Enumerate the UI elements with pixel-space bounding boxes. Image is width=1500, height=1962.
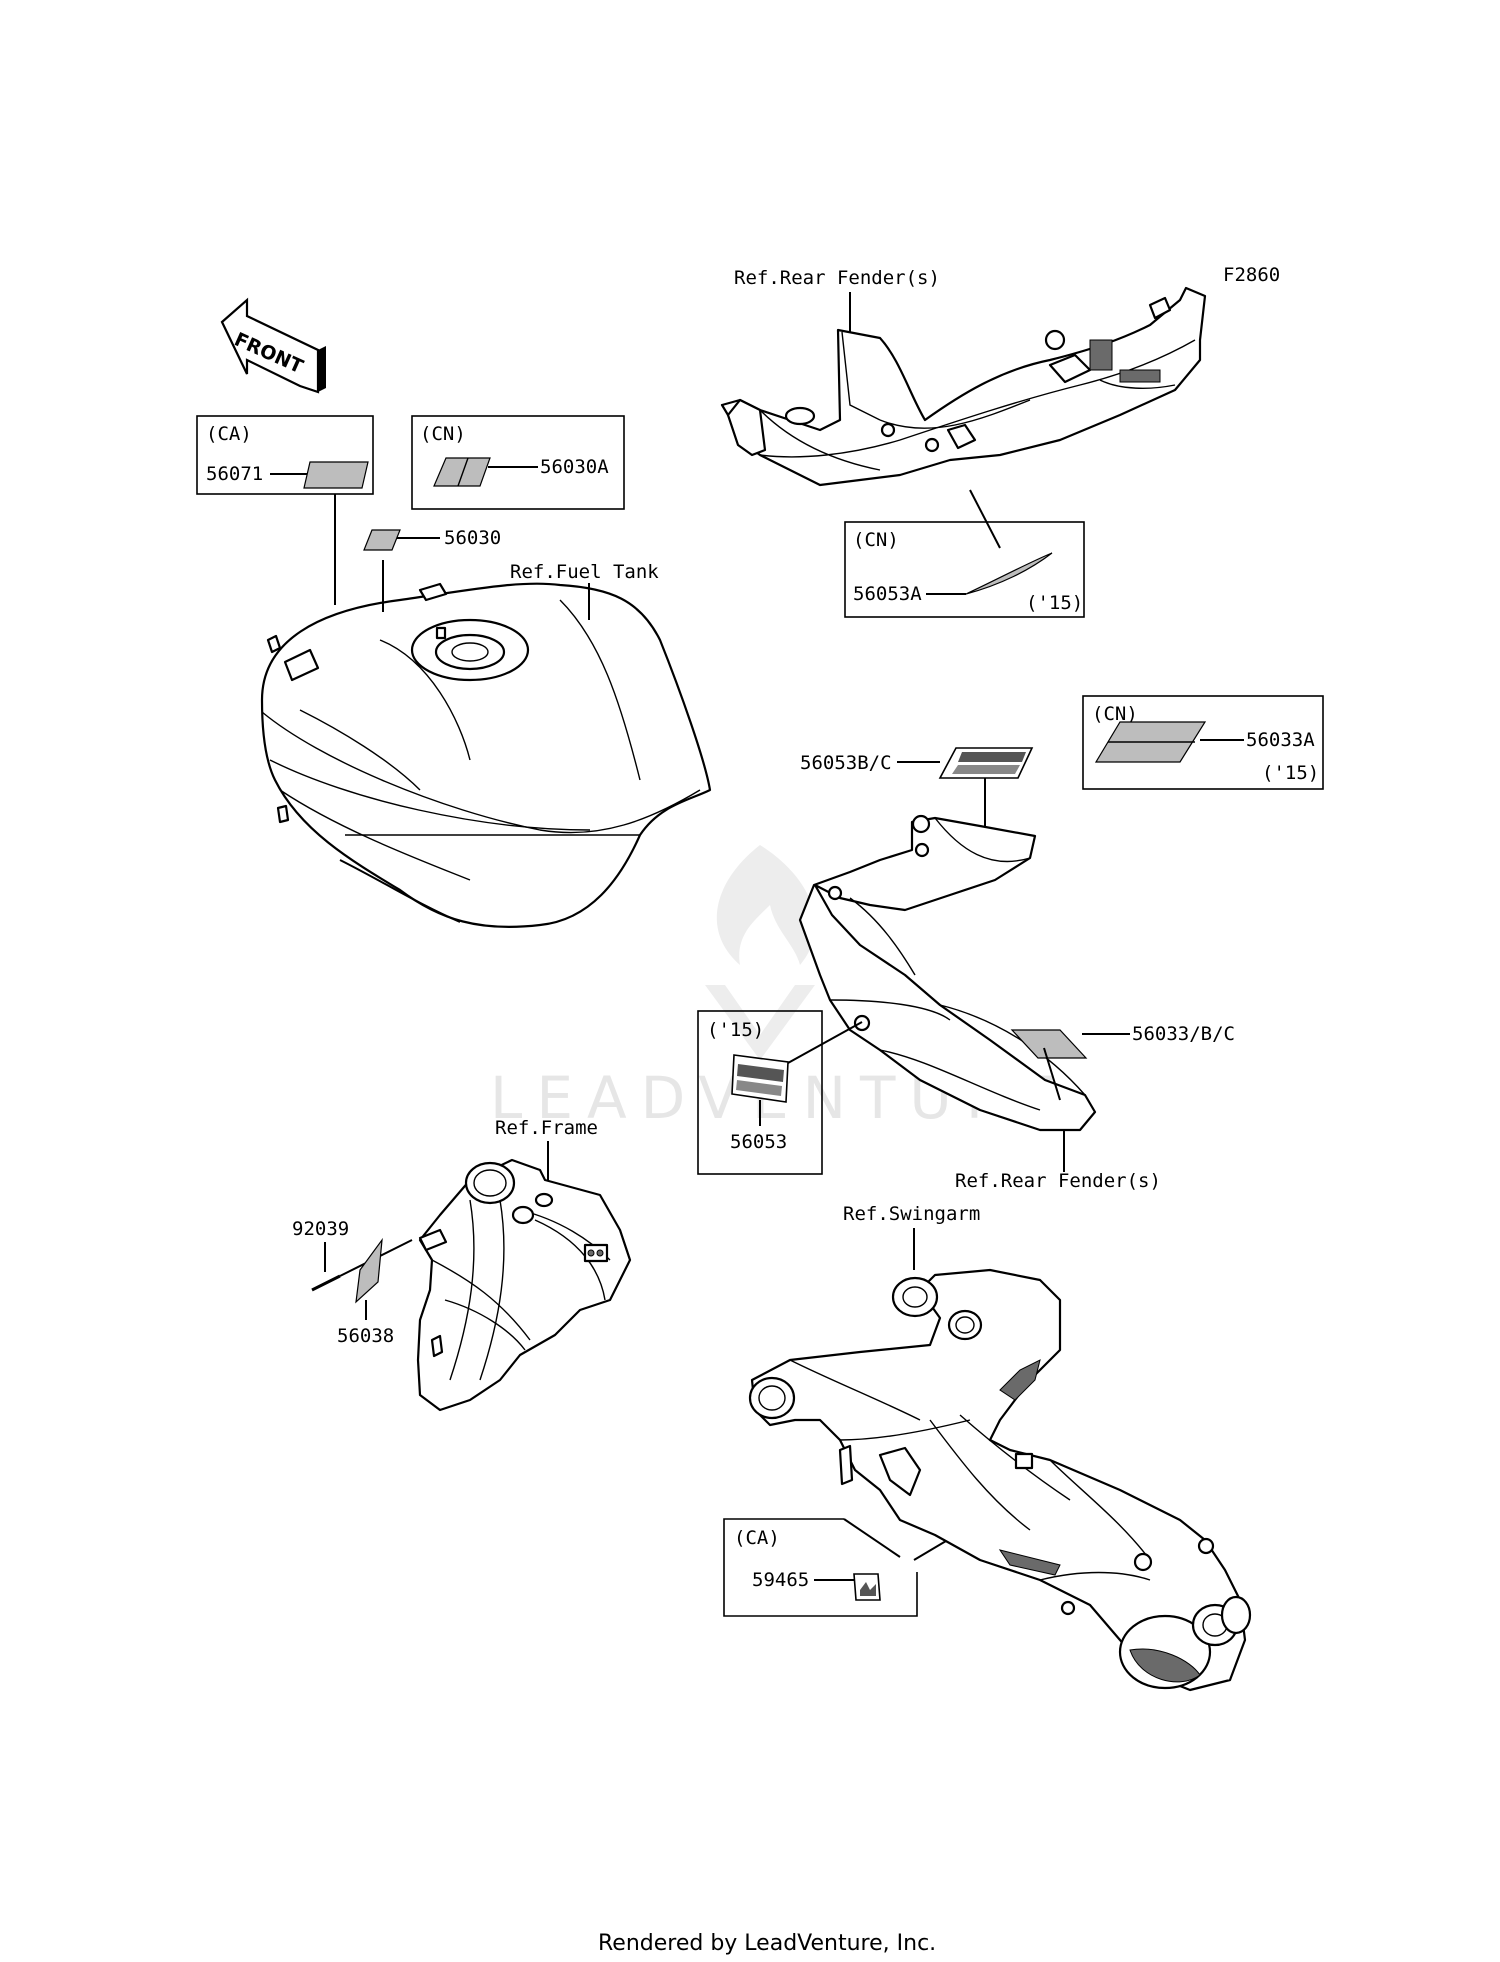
part-number-56033a: 56033A: [1246, 729, 1315, 751]
region-tag-cn: (CN): [853, 529, 899, 551]
leader-56033bc-drop: [1043, 1047, 1061, 1101]
ref-fuel-tank: Ref.Fuel Tank: [510, 561, 659, 583]
part-number-56030: 56030: [444, 527, 501, 549]
year-tag: ('15): [1262, 762, 1319, 784]
ref-rear-fender-bottom: Ref.Rear Fender(s): [955, 1170, 1161, 1192]
label-sticker-59465-icon: [853, 1573, 881, 1601]
leader-56053: [787, 1021, 863, 1064]
label-sticker-56038-icon: [355, 1237, 383, 1304]
region-tag-ca: (CA): [734, 1527, 780, 1549]
callout-box-cn-56030a: (CN) 56030A: [411, 415, 625, 510]
part-number-56030a: 56030A: [540, 456, 609, 478]
part-number-56053: 56053: [730, 1131, 787, 1153]
label-sticker-56033bc-icon: [1010, 1029, 1088, 1059]
ref-swingarm: Ref.Swingarm: [843, 1203, 980, 1225]
part-number-56071: 56071: [206, 463, 263, 485]
watermark-flame-icon: [716, 845, 816, 965]
part-number-59465: 59465: [752, 1569, 809, 1591]
label-sticker-56053bc-icon: [938, 747, 1034, 779]
ref-rear-fender-top: Ref.Rear Fender(s): [734, 267, 940, 289]
rear-fender-top-drawing: [720, 286, 1207, 487]
region-tag-cn: (CN): [1092, 703, 1138, 725]
label-sticker-icon: [303, 461, 369, 489]
callout-box-cn-56053a: (CN) 56053A ('15): [844, 521, 1085, 618]
leader-59465-part: [913, 1540, 947, 1561]
front-arrow-icon: FRONT: [220, 297, 326, 394]
ref-frame: Ref.Frame: [495, 1117, 598, 1139]
part-number-56053bc: 56053B/C: [800, 752, 892, 774]
label-sticker-56030-icon: [363, 529, 401, 551]
label-sticker-icon: [433, 457, 491, 487]
rivet-92039-icon: [311, 1274, 341, 1292]
swingarm-drawing: [748, 1268, 1252, 1692]
part-number-56038: 56038: [337, 1325, 394, 1347]
region-tag-cn: (CN): [420, 423, 466, 445]
leader-59465-frame: [843, 1518, 901, 1558]
callout-box-ca-56071: (CA) 56071: [196, 415, 374, 495]
fuel-tank-drawing: [260, 582, 712, 928]
year-tag: ('15): [1026, 592, 1083, 614]
region-tag-ca: (CA): [206, 423, 252, 445]
callout-box-cn-56033a: (CN) 56033A ('15): [1082, 695, 1324, 790]
year-tag: ('15): [707, 1019, 764, 1041]
part-number-92039: 92039: [292, 1218, 349, 1240]
watermark-v-icon: [705, 985, 815, 1060]
callout-box-ca-59465: (CA) 59465: [723, 1518, 918, 1617]
frame-drawing: [416, 1158, 632, 1412]
label-sticker-icon: [965, 552, 1053, 595]
leader-56053a: [969, 489, 1001, 549]
figure-code: F2860: [1223, 264, 1280, 286]
footer-credit: Rendered by LeadVenture, Inc.: [598, 1931, 936, 1956]
part-number-56033bc: 56033/B/C: [1132, 1023, 1235, 1045]
label-sticker-56053-icon: [731, 1054, 789, 1103]
callout-box-15-56053: ('15) 56053: [697, 1010, 823, 1175]
part-number-56053a: 56053A: [853, 583, 922, 605]
